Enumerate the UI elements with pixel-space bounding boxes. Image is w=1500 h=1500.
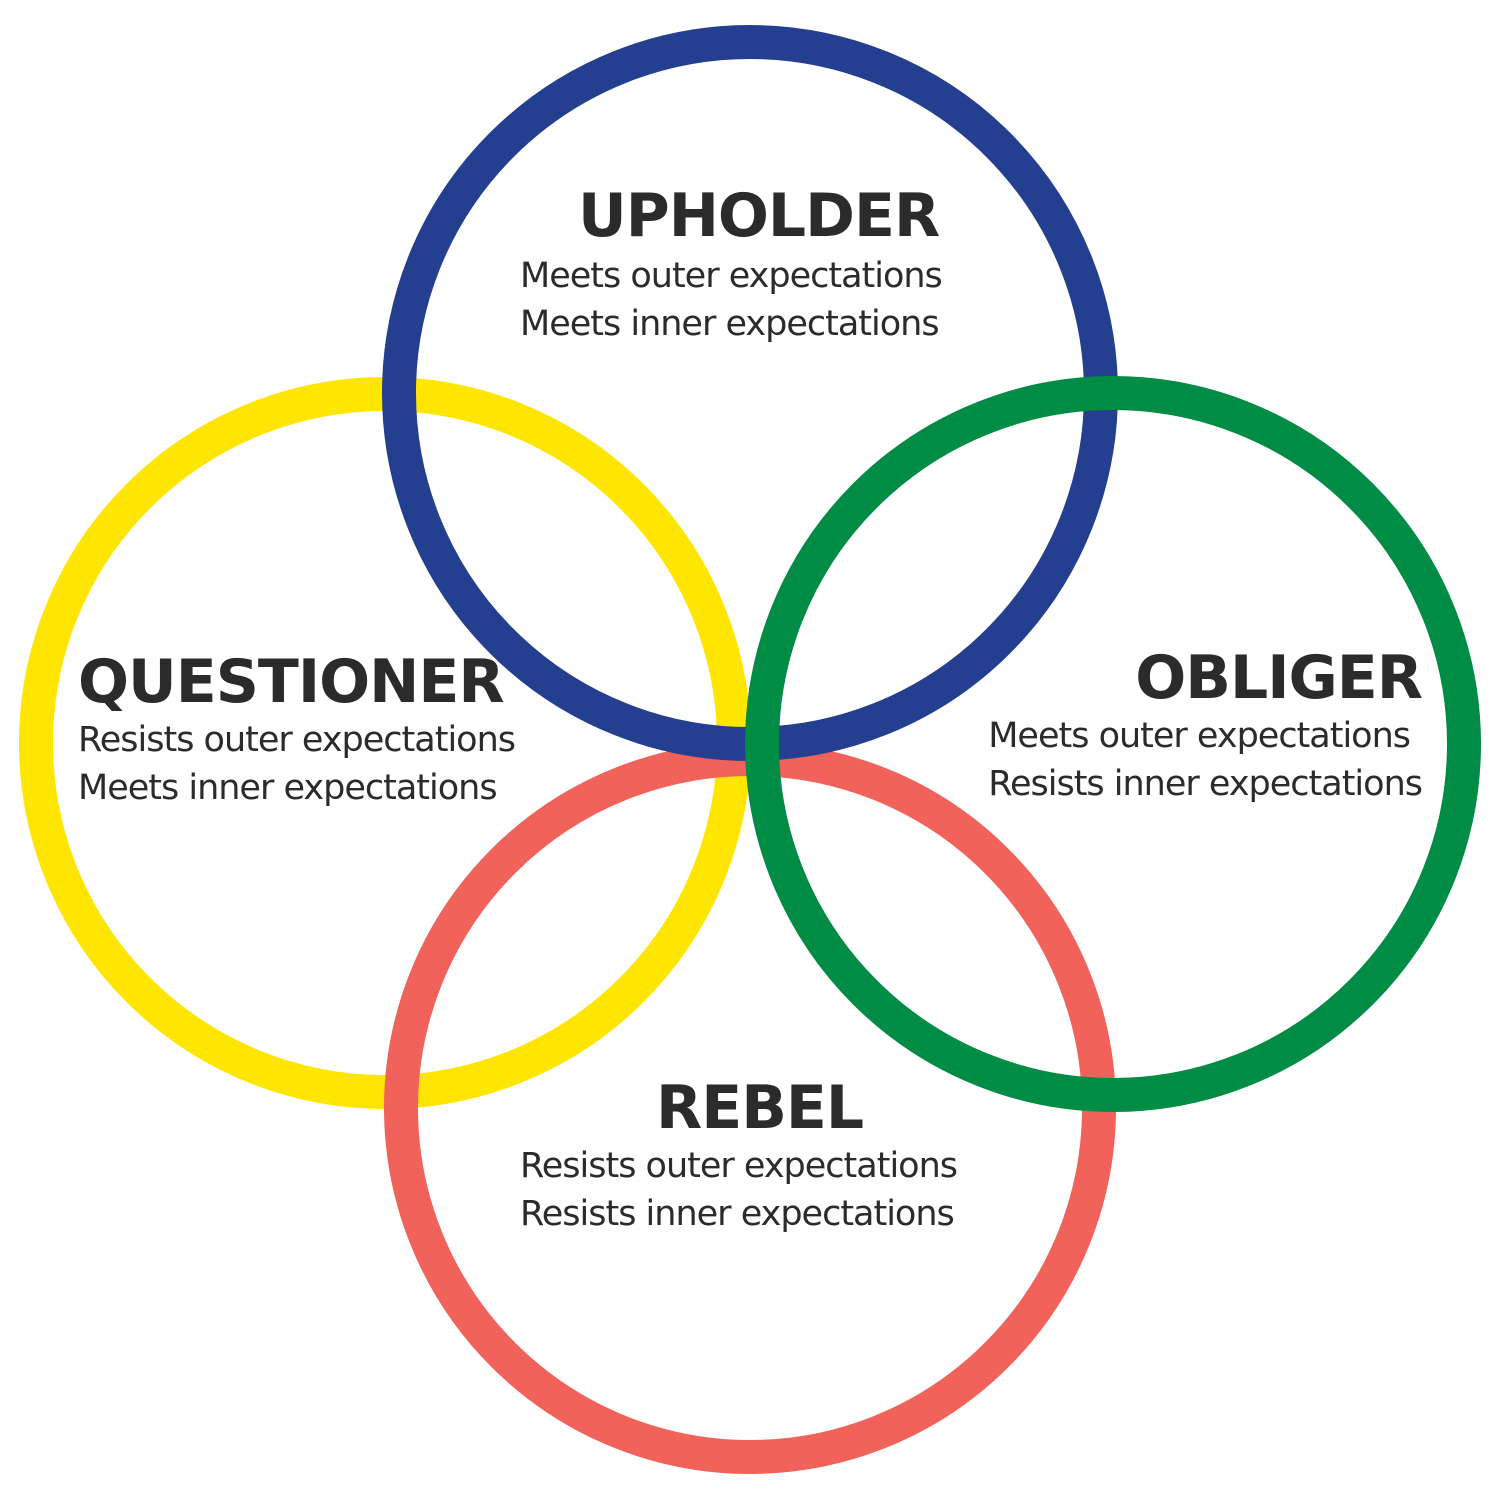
obliger-outer: Meets outer expectations — [988, 716, 1411, 756]
upholder-title: UPHOLDER — [578, 181, 940, 251]
obliger-title: OBLIGER — [1135, 643, 1423, 713]
obliger-circle — [745, 376, 1481, 1112]
rebel-label: REBEL Resists outer expectations Resists… — [520, 1073, 958, 1238]
questioner-inner: Meets inner expectations — [78, 768, 498, 808]
upholder-label: UPHOLDER Meets outer expectations Meets … — [520, 181, 943, 348]
upholder-circle — [382, 25, 1118, 761]
upholder-outer: Meets outer expectations — [520, 256, 943, 296]
rebel-outer: Resists outer expectations — [520, 1146, 958, 1186]
upholder-inner: Meets inner expectations — [520, 304, 940, 344]
obliger-label: OBLIGER Meets outer expectations Resists… — [988, 643, 1423, 808]
questioner-outer: Resists outer expectations — [78, 720, 516, 760]
obliger-inner: Resists inner expectations — [988, 764, 1423, 804]
questioner-label: QUESTIONER Resists outer expectations Me… — [78, 647, 516, 812]
rebel-inner: Resists inner expectations — [520, 1194, 955, 1234]
rebel-title: REBEL — [656, 1073, 864, 1143]
questioner-title: QUESTIONER — [78, 647, 505, 717]
